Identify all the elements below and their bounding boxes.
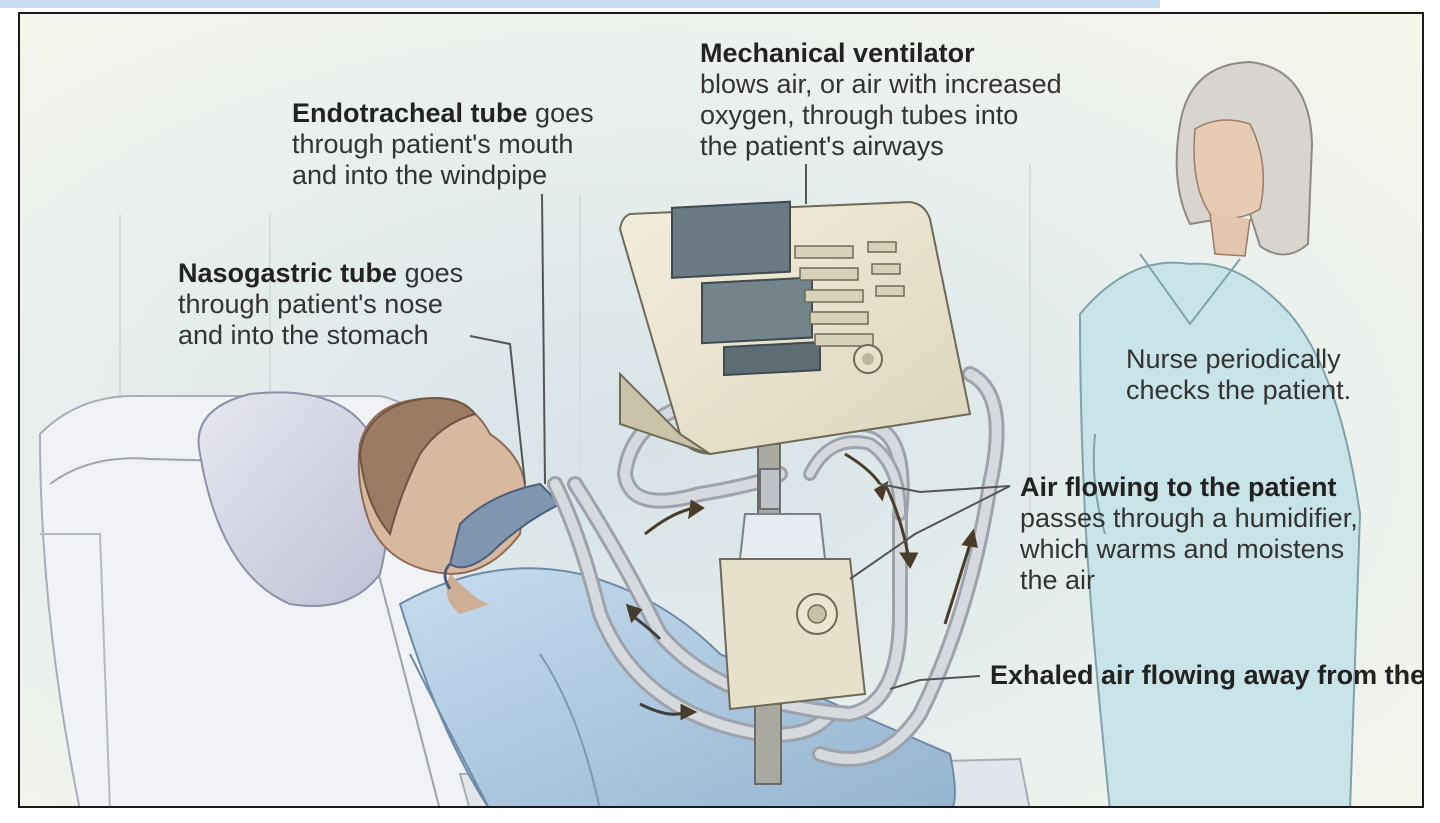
- label-line: away from the patient: [1243, 660, 1424, 690]
- vent-screen-top: [671, 200, 791, 279]
- label-title: Mechanical ventilator: [700, 38, 975, 68]
- label-line: the air: [1020, 565, 1096, 595]
- label-line: through patient's nose: [178, 289, 443, 319]
- patient-head: [357, 397, 562, 614]
- label-endotracheal-tube: Endotracheal tube goes through patient's…: [292, 98, 594, 191]
- vent-buttons: [794, 241, 905, 347]
- label-line: oxygen, through tubes into: [700, 100, 1019, 130]
- label-line: blows air, or air with increased: [700, 69, 1062, 99]
- label-line: checks the patient.: [1126, 375, 1352, 405]
- label-line: the patient's airways: [700, 131, 944, 161]
- mechanical-ventilator: [618, 200, 972, 456]
- label-line: Nurse periodically: [1126, 344, 1341, 374]
- leader-lines: [469, 164, 1011, 690]
- label-line: and into the stomach: [178, 320, 429, 350]
- humidifier: [718, 468, 867, 711]
- nurse-figure: [1078, 60, 1362, 806]
- label-title: Air flowing to the patient: [1020, 472, 1337, 502]
- label-title: Endotracheal tube: [292, 98, 528, 128]
- airflow-arrows: [625, 452, 978, 721]
- label-mechanical-ventilator: Mechanical ventilator blows air, or air …: [700, 38, 1062, 162]
- patient-gown: [398, 567, 956, 806]
- label-nasogastric-tube: Nasogastric tube goes through patient's …: [178, 258, 463, 351]
- label-line: passes through a humidifier,: [1020, 503, 1358, 533]
- vent-screen-bottom: [723, 341, 821, 377]
- label-line: Exhaled air flowing: [990, 660, 1237, 690]
- label-title: Nasogastric tube: [178, 258, 398, 288]
- label-title-tail: goes: [397, 258, 464, 288]
- label-exhaled-air: Exhaled air flowing away from the patien…: [990, 660, 1424, 691]
- label-line: and into the windpipe: [292, 160, 548, 190]
- label-title-tail: goes: [527, 98, 594, 128]
- label-line: through patient's mouth: [292, 129, 574, 159]
- vent-screen-middle: [701, 276, 813, 345]
- ventilator-diagram: Mechanical ventilator blows air, or air …: [18, 12, 1424, 808]
- label-line: which warms and moistens: [1020, 534, 1345, 564]
- breathing-circuit: [547, 366, 1005, 767]
- label-nurse: Nurse periodically checks the patient.: [1126, 344, 1351, 406]
- top-accent-bar: [0, 0, 1160, 8]
- label-air-to-patient: Air flowing to the patient passes throug…: [1020, 472, 1358, 596]
- illustration-scene: [20, 14, 1422, 806]
